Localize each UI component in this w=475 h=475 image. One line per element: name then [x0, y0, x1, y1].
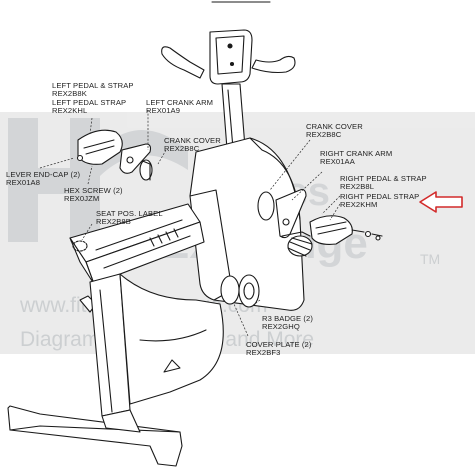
left-crank-arm-part — [119, 143, 152, 174]
label-lever-end-cap: LEVER END-CAP (2) REX01A8 — [6, 170, 82, 187]
label-left-crank-arm: LEFT CRANK ARM REX01A9 — [146, 98, 215, 115]
bike-drawing — [7, 1, 383, 467]
r3-badge-part — [238, 274, 260, 308]
label-cover-plate: COVER PLATE (2) REX2BF3 — [246, 340, 314, 357]
label-left-pedal-strap: LEFT PEDAL STRAP REX2KHL — [52, 98, 128, 115]
main-shroud — [189, 137, 305, 311]
label-right-pedal-strap-assembly: RIGHT PEDAL & STRAP REX2B8L — [340, 174, 429, 191]
handlebar-console — [161, 29, 296, 85]
front-stabilizer — [7, 405, 183, 467]
label-crank-cover-right: CRANK COVER REX2B8C — [306, 122, 365, 139]
label-right-crank-arm: RIGHT CRANK ARM REX01AA — [320, 149, 394, 166]
label-seat-pos-label: SEAT POS. LABEL REX2B8B — [96, 209, 165, 226]
seat-pos-label-part — [72, 240, 88, 252]
seat-position-markers — [149, 228, 179, 247]
label-crank-cover-left: CRANK COVER REX2B8C — [164, 136, 223, 153]
left-crank-cover-part — [139, 159, 153, 181]
left-pedal-part — [76, 129, 123, 165]
right-crank-cover-part — [257, 191, 275, 221]
highlight-arrow-icon — [419, 191, 463, 213]
label-left-pedal-strap-assembly: LEFT PEDAL & STRAP REX2B8K — [52, 81, 136, 98]
label-hex-screw: HEX SCREW (2) REX0JZM — [64, 186, 125, 203]
cover-plate-part — [220, 275, 240, 305]
label-right-pedal-strap: RIGHT PEDAL STRAP REX2KHM — [340, 192, 421, 209]
lower-frame — [119, 273, 224, 405]
watermark-trademark: TM — [420, 251, 440, 267]
right-crank-arm-part — [275, 189, 311, 239]
callout-labels: LEFT PEDAL & STRAP REX2B8K LEFT PEDAL ST… — [6, 81, 429, 357]
label-r3-badge: R3 BADGE (2) REX2GHQ — [262, 314, 315, 331]
resistance-knob — [287, 235, 313, 257]
right-pedal-part — [309, 215, 383, 245]
leader-lines — [39, 110, 341, 337]
